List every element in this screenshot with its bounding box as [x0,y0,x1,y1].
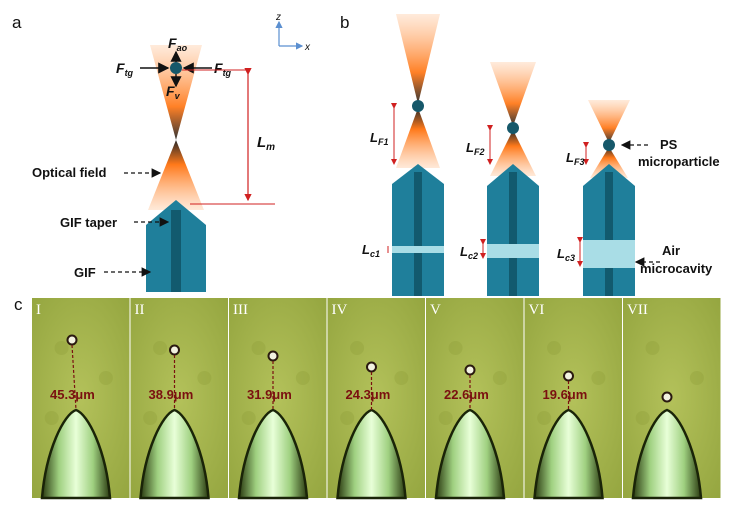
frame-numeral: IV [332,302,348,318]
distance-label: 22.6μm [444,387,489,402]
fiber-tip [40,408,112,500]
background-speck [591,371,606,385]
background-speck [340,411,355,425]
background-speck [492,371,507,385]
lc3-label: Lc3 [557,246,575,263]
microscope-frame: 24.3μm IV [327,298,425,500]
gif-taper-label: GIF taper [60,215,117,230]
particle [563,370,574,382]
panel-c-label: c [14,295,23,314]
lc2-label: Lc2 [460,244,478,261]
distance-label: 24.3μm [346,387,391,402]
microscope-frame: VII [623,298,721,500]
panel-c: c 45.3μm I 38.9μm II 31.9μm III 24.3μm IV 22.6μm… [14,295,721,500]
background-speck [448,341,463,355]
particle [66,334,78,346]
particle [267,350,279,362]
microscope-frame: 22.6μm V [426,298,524,500]
panel-b-label: b [340,13,349,32]
force-fv-label: Fv [166,83,181,101]
background-speck [645,341,660,355]
background-speck [689,371,704,385]
background-speck [547,341,562,355]
force-fao-label: Fao [168,35,188,53]
fiber-tip [139,408,210,500]
fiber-a [146,200,206,292]
panel-a-label: a [12,13,22,32]
background-speck [153,341,168,355]
particle [366,361,377,373]
ps-label-line2: microparticle [638,154,720,169]
microscope-frame: 31.9μm III [229,298,327,500]
lc1-label: Lc1 [362,242,380,259]
axis-x-label: x [304,42,311,53]
cavity-b1 [392,246,444,253]
lm-label: Lm [257,134,275,153]
background-speck [143,411,158,425]
lf1-label: LF1 [370,130,388,147]
background-speck [350,341,365,355]
optical-field-label: Optical field [32,165,106,180]
cavity-b3 [583,240,635,268]
axis-z-label: z [275,12,281,23]
distance-label: 19.6μm [543,387,588,402]
background-speck [251,341,266,355]
background-speck [635,411,650,425]
force-ftg-left-label: Ftg [116,60,134,78]
background-speck [197,371,212,385]
background-speck [394,371,409,385]
air-label-line1: Air [662,243,680,258]
fiber-tip [237,408,309,500]
frame-numeral: VI [529,302,545,318]
fiber-tip [336,408,407,500]
fiber-b1: LF1 Lc1 [362,14,444,296]
background-speck [44,411,59,425]
background-speck [54,341,69,355]
microscope-frame: 38.9μm II [130,298,228,500]
lf3-label: LF3 [566,150,584,167]
frame-numeral: I [36,302,41,318]
panel-b: b LF1 Lc1 LF2 Lc2 [340,13,720,296]
distance-label: 45.3μm [50,387,95,402]
ps-label-line1: PS [660,137,678,152]
microscope-frame: 45.3μm I [32,298,130,500]
frame-numeral: III [233,302,248,318]
axes-icon: z x [275,12,311,53]
background-speck [241,411,256,425]
frame-numeral: II [135,302,145,318]
distance-line [71,344,77,411]
particle-b3 [603,139,615,151]
air-label-line2: microcavity [640,261,713,276]
frame-numeral: VII [627,302,648,318]
gif-label: GIF [74,265,96,280]
fiber-b2: LF2 Lc2 [460,62,539,296]
particle-a [170,62,182,74]
distance-label: 38.9μm [149,387,194,402]
frame-numeral: V [430,302,441,318]
force-ftg-right-label: Ftg [214,60,232,78]
fiber-tip [631,408,703,500]
background-speck [98,371,113,385]
particle [661,391,673,403]
distance-label: 31.9μm [247,387,292,402]
particle-b2 [507,122,519,134]
fiber-tip [434,408,506,500]
microscope-frames: 45.3μm I 38.9μm II 31.9μm III 24.3μm IV 22.6μm V 1… [32,298,721,500]
background-speck [295,371,310,385]
panel-a: a z x Fao Ftg Ftg Fv Lm [12,12,311,292]
background-speck [438,411,453,425]
cavity-b2 [487,244,539,258]
particle [169,344,180,356]
lf2-label: LF2 [466,140,484,157]
fiber-tip [533,408,604,500]
beam-lower [148,140,204,210]
fiber-b3: LF3 Lc3 [557,100,635,296]
microscope-frame: 19.6μm VI [524,298,622,500]
particle [464,364,476,376]
particle-b1 [412,100,424,112]
background-speck [537,411,552,425]
